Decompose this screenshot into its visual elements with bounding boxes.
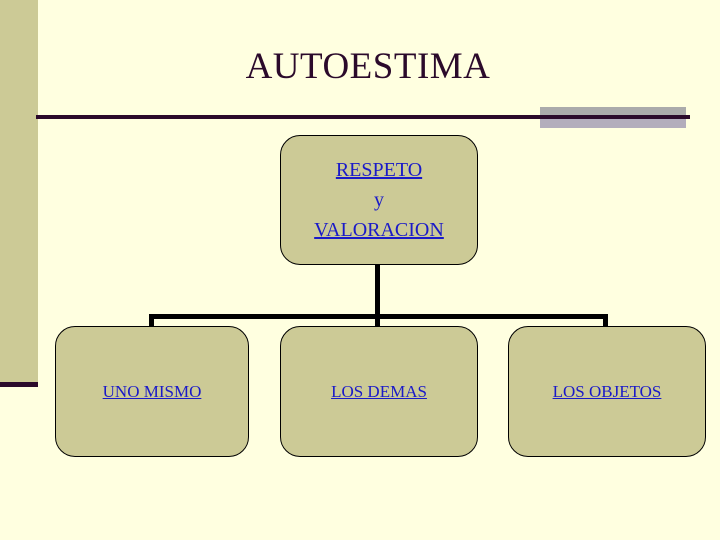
node-label: LOS DEMAS xyxy=(331,378,427,405)
connector-trunk-vertical xyxy=(375,265,380,319)
title-accent-bar-upper xyxy=(540,107,686,116)
node-respeto-y-valoracion[interactable]: RESPETO y VALORACION xyxy=(280,135,478,265)
connector-stub-los-objetos xyxy=(603,314,608,328)
node-label: UNO MISMO xyxy=(103,378,202,405)
node-line-1: LOS DEMAS xyxy=(331,382,427,401)
node-label: RESPETO y VALORACION xyxy=(314,155,444,245)
page-title: AUTOESTIMA xyxy=(245,46,491,87)
left-accent-band-cap xyxy=(0,382,38,387)
node-los-objetos[interactable]: LOS OBJETOS xyxy=(508,326,706,457)
node-line-3: VALORACION xyxy=(314,219,444,241)
node-line-1: RESPETO xyxy=(335,159,423,181)
connector-stub-uno-mismo xyxy=(149,314,154,328)
left-accent-band xyxy=(0,0,38,384)
node-uno-mismo[interactable]: UNO MISMO xyxy=(55,326,249,457)
title-accent-bar-lower xyxy=(540,119,686,128)
node-los-demas[interactable]: LOS DEMAS xyxy=(280,326,478,457)
connector-stub-los-demas xyxy=(375,314,380,328)
node-line-1: UNO MISMO xyxy=(102,382,202,401)
title-divider-rule xyxy=(36,115,690,119)
node-label: LOS OBJETOS xyxy=(553,378,662,405)
node-line-2: y xyxy=(373,189,384,211)
node-line-1: LOS OBJETOS xyxy=(552,382,662,401)
